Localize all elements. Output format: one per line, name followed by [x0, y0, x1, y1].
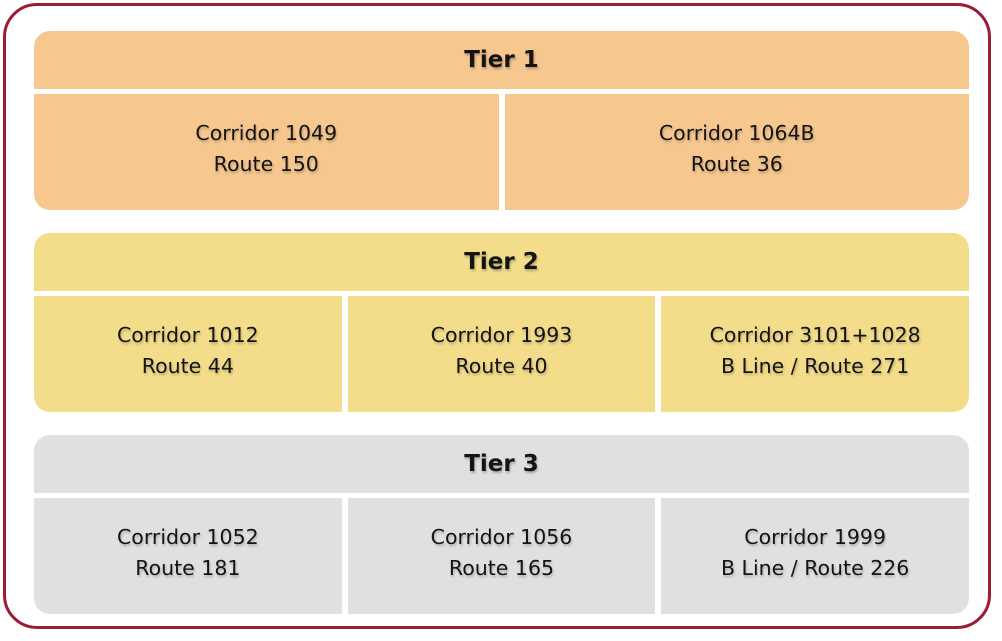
outer-border-frame: Tier 1 Corridor 1049 Route 150 Corridor … [3, 3, 991, 629]
route-label: B Line / Route 271 [720, 354, 910, 378]
tier-1-cells: Corridor 1049 Route 150 Corridor 1064B R… [34, 94, 969, 210]
tier-3-header: Tier 3 [34, 435, 969, 493]
corridor-label: Corridor 3101+1028 [709, 323, 921, 347]
route-label: Route 165 [448, 556, 555, 580]
tier-1-group: Tier 1 Corridor 1049 Route 150 Corridor … [34, 31, 969, 210]
tier-3-group: Tier 3 Corridor 1052 Route 181 Corridor … [34, 435, 969, 614]
tier-1-header: Tier 1 [34, 31, 969, 89]
corridor-cell-1999: Corridor 1999 B Line / Route 226 [661, 498, 969, 614]
corridor-cell-1049: Corridor 1049 Route 150 [34, 94, 499, 210]
route-label: Route 150 [213, 152, 319, 176]
route-label: B Line / Route 226 [720, 556, 910, 580]
route-label: Route 36 [690, 152, 783, 176]
tier-1-title: Tier 1 [464, 47, 539, 73]
corridor-label: Corridor 1056 [430, 525, 573, 549]
route-label: Route 44 [141, 354, 234, 378]
route-label: Route 181 [135, 556, 241, 580]
corridor-label: Corridor 1052 [116, 525, 259, 549]
tier-diagram: Tier 1 Corridor 1049 Route 150 Corridor … [34, 31, 969, 614]
corridor-cell-1064b: Corridor 1064B Route 36 [504, 94, 969, 210]
corridor-label: Corridor 1064B [658, 121, 815, 145]
corridor-label: Corridor 1999 [744, 525, 887, 549]
corridor-label: Corridor 1993 [430, 323, 573, 347]
route-label: Route 40 [455, 354, 548, 378]
tier-2-cells: Corridor 1012 Route 44 Corridor 1993 Rou… [34, 296, 969, 412]
corridor-cell-1056: Corridor 1056 Route 165 [347, 498, 656, 614]
corridor-cell-1993: Corridor 1993 Route 40 [347, 296, 656, 412]
corridor-label: Corridor 1049 [195, 121, 338, 145]
tier-3-cells: Corridor 1052 Route 181 Corridor 1056 Ro… [34, 498, 969, 614]
corridor-cell-1052: Corridor 1052 Route 181 [34, 498, 342, 614]
tier-3-title: Tier 3 [464, 451, 539, 477]
corridor-cell-3101-1028: Corridor 3101+1028 B Line / Route 271 [661, 296, 969, 412]
tier-2-group: Tier 2 Corridor 1012 Route 44 Corridor 1… [34, 233, 969, 412]
tier-2-title: Tier 2 [464, 249, 539, 275]
tier-2-header: Tier 2 [34, 233, 969, 291]
corridor-label: Corridor 1012 [116, 323, 259, 347]
corridor-cell-1012: Corridor 1012 Route 44 [34, 296, 342, 412]
